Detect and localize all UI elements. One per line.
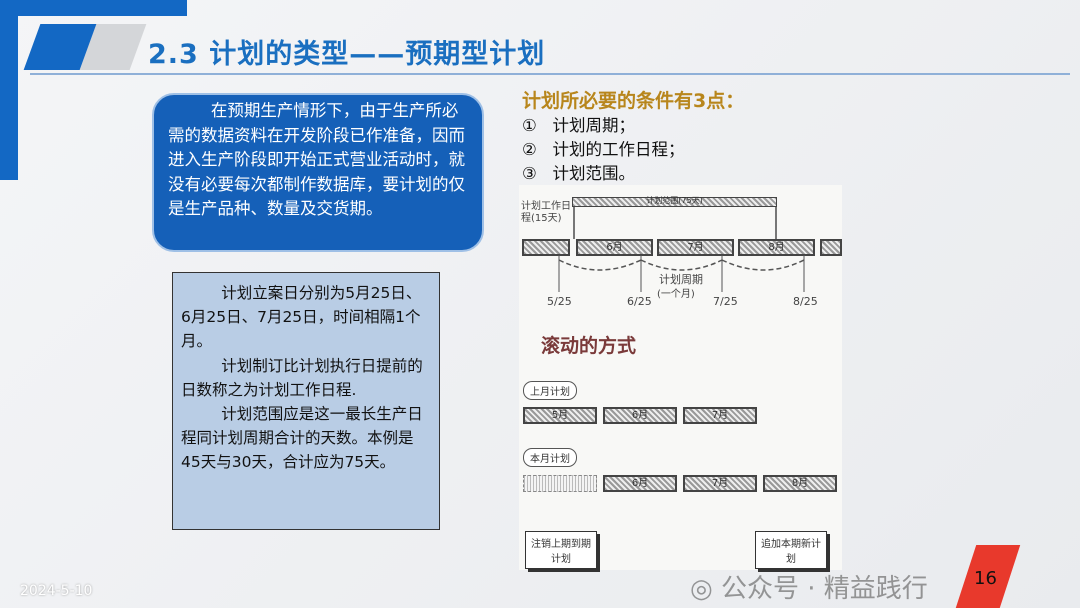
cancelled-bar: [523, 475, 597, 492]
cycle-arcs: [558, 255, 805, 292]
date-label: 6/25: [627, 295, 652, 308]
month-bar: 7月: [683, 407, 757, 424]
explanation-para: 计划立案日分别为5月25日、6月25日、7月25日，时间相隔1个月。: [181, 284, 422, 351]
month-bar: 6月: [603, 475, 677, 492]
watermark-text: 公众号 · 精益践行: [720, 574, 928, 604]
item-number: ①: [522, 116, 537, 135]
add-callout: 追加本期新计划: [755, 531, 827, 569]
cycle-label: 计划周期: [659, 273, 703, 286]
item-text: 计划周期；: [552, 116, 636, 135]
condition-item: ② 计划的工作日程；: [522, 136, 685, 160]
explanation-para: 计划范围应是这一最长生产日程同计划周期合计的天数。本例是45天与30天，合计应为…: [181, 405, 423, 472]
this-plan-tag: 本月计划: [523, 448, 577, 467]
condition-item: ③ 计划范围。: [522, 160, 635, 184]
month-bar: 7月: [683, 475, 757, 492]
range-bar: 计划范围(75天): [572, 197, 777, 207]
date-label: 2024-5-10: [20, 583, 93, 599]
item-number: ②: [522, 140, 537, 159]
date-label: 5/25: [547, 295, 572, 308]
month-bar: 8月: [763, 475, 837, 492]
explanation-para: 计划制订比计划执行日提前的日数称之为计划工作日程.: [181, 356, 423, 399]
month-bar: [522, 239, 570, 256]
top-accent-bar: [0, 0, 187, 16]
month-bar: 5月: [523, 407, 597, 424]
month-bar: 8月: [738, 239, 815, 256]
intro-box: 在预期生产情形下，由于生产所必需的数据资料在开发阶段已作准备，因而进入生产阶段即…: [152, 93, 484, 252]
item-text: 计划的工作日程；: [552, 140, 685, 159]
rolling-heading: 滚动的方式: [541, 335, 637, 357]
date-label: 8/25: [793, 295, 818, 308]
page-number: 16: [974, 568, 997, 589]
item-text: 计划范围。: [552, 164, 636, 183]
conditions-heading: 计划所必要的条件有3点：: [522, 90, 745, 112]
condition-item: ① 计划周期；: [522, 112, 635, 136]
cycle-sublabel: (一个月): [657, 289, 695, 300]
cancel-callout: 注销上期到期计划: [525, 531, 597, 569]
left-accent-bar: [0, 0, 18, 180]
work-schedule-label: 计划工作日程(15天): [521, 201, 571, 224]
month-bar: [820, 239, 842, 256]
explanation-box: 计划立案日分别为5月25日、6月25日、7月25日，时间相隔1个月。 计划制订比…: [172, 272, 440, 530]
last-plan-tag: 上月计划: [523, 381, 577, 400]
date-label: 7/25: [713, 295, 738, 308]
title-divider: [30, 73, 1070, 75]
wechat-icon: ◎: [690, 574, 721, 604]
item-number: ③: [522, 164, 537, 183]
watermark: ◎ 公众号 · 精益践行: [690, 574, 928, 604]
page-title: 2.3 计划的类型——预期型计划: [148, 39, 546, 70]
month-bar: 7月: [657, 239, 734, 256]
rolling-plan-diagram: 计划工作日程(15天) 计划范围(75天) 6月 7月 8月 计划周期 (一个月…: [519, 185, 842, 570]
month-bar: 6月: [576, 239, 653, 256]
month-bar: 6月: [603, 407, 677, 424]
